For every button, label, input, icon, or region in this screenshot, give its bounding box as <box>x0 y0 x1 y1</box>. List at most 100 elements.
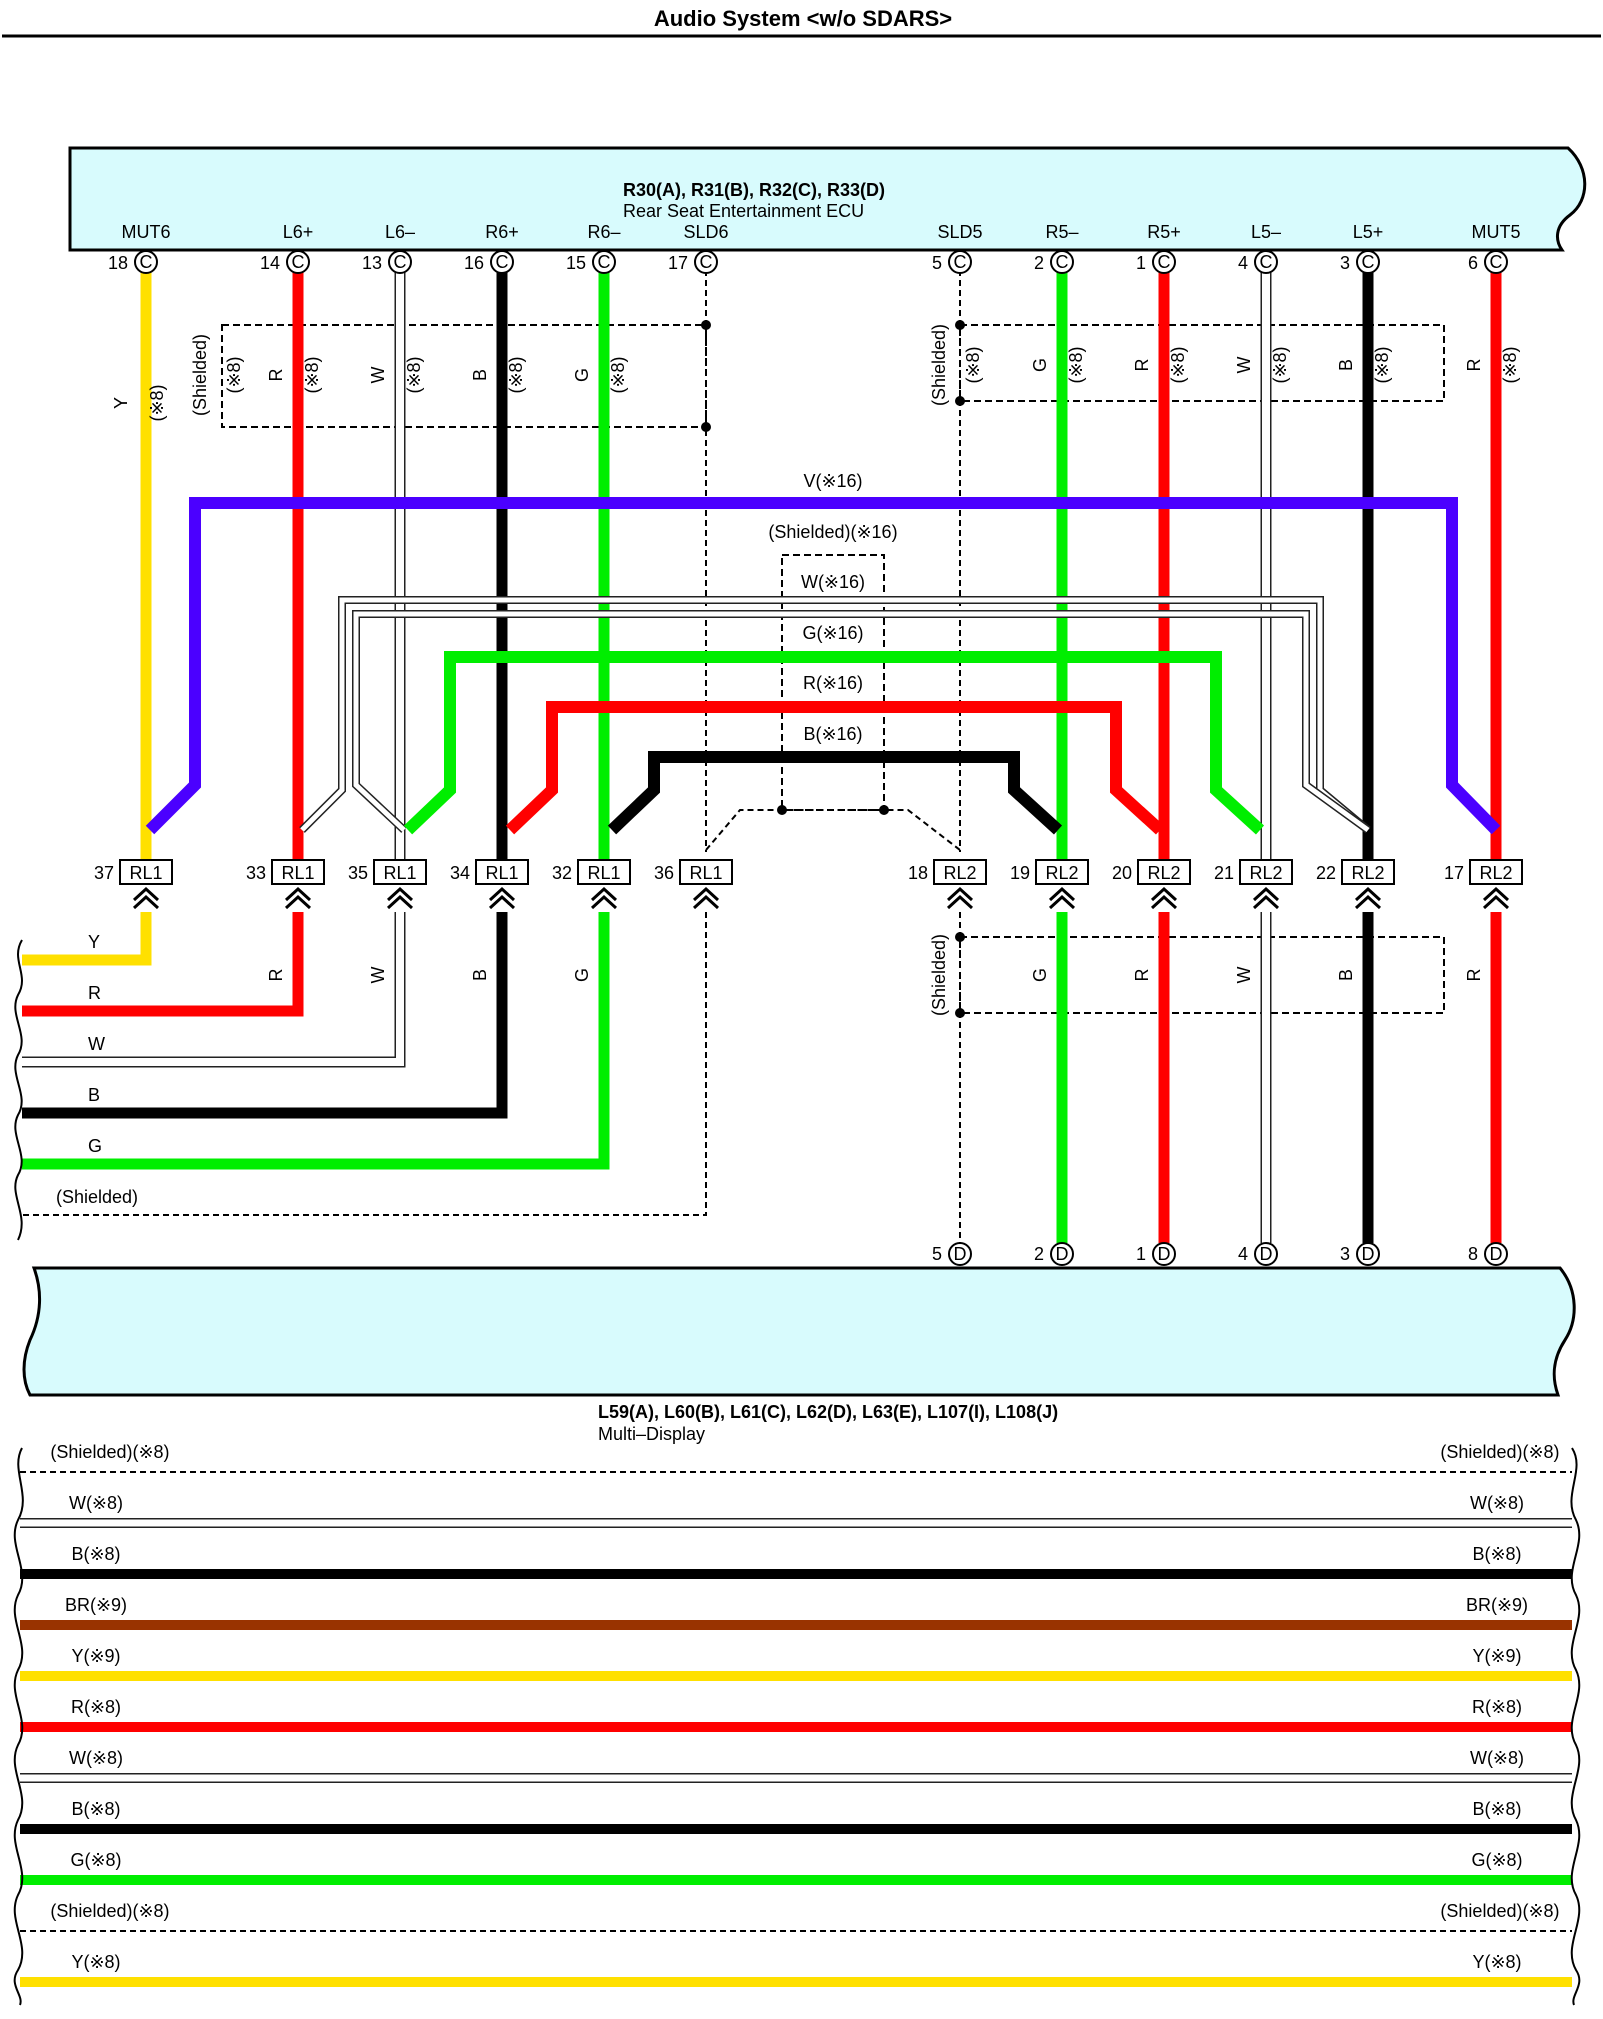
wire-layer <box>14 260 1572 1987</box>
upper-wire-label: (※8) <box>1270 346 1290 383</box>
ecu-pin-circle <box>490 250 514 274</box>
upper-wire-label: B <box>470 369 490 381</box>
left-wire-2 <box>22 912 404 1066</box>
relay-connector-number: 20 <box>1112 863 1132 883</box>
bottom-wire-label-right: B(※8) <box>1472 1799 1521 1819</box>
relay-connector-box <box>1137 859 1191 885</box>
ecu-pin-number: 17 <box>668 253 688 273</box>
upper-wire-label: (※8) <box>963 346 983 383</box>
relay-arrow-icon <box>946 886 974 910</box>
ecu-pin-connector: C <box>1158 252 1171 272</box>
upper-wire-label: Y <box>111 397 131 409</box>
bottom-wire-label-right: W(※8) <box>1470 1748 1524 1768</box>
upper-wire-label: (※8) <box>147 384 167 421</box>
bottom-wire-label-right: G(※8) <box>1471 1850 1522 1870</box>
lower-wire-label: R <box>1132 969 1152 982</box>
lower-wire-label: W <box>368 967 388 984</box>
ecu-pin-circle <box>1356 250 1380 274</box>
upper-wire-label: R <box>266 369 286 382</box>
ecu-pin-connector: C <box>954 252 967 272</box>
ecu-pin-name: R5– <box>1045 222 1078 242</box>
ecu-pin-name: L6– <box>385 222 415 242</box>
relay-connector-box <box>933 859 987 885</box>
bottom-wire-label-left: (Shielded)(※8) <box>50 1442 169 1462</box>
upper-wire-label: (※8) <box>1372 346 1392 383</box>
break-line-left <box>14 939 23 1241</box>
relay-connector-number: 33 <box>246 863 266 883</box>
relay-connector-box <box>577 859 631 885</box>
upper-wire-label: (Shielded) <box>929 324 949 406</box>
relay-connector-label: RL2 <box>1045 863 1078 883</box>
left-wire-label: G <box>88 1136 102 1156</box>
relay-connector-box <box>119 859 173 885</box>
lower-wire-label: B <box>1336 969 1356 981</box>
relay-arrow-icon <box>1354 886 1382 910</box>
cross-wire-black <box>607 751 1063 835</box>
relay-arrow-icon <box>590 886 618 910</box>
relay-connector-box <box>1239 859 1293 885</box>
cross-wire-label: B(※16) <box>803 724 862 744</box>
lower-wire-label: G <box>1030 968 1050 982</box>
left-wire-2-outline <box>22 912 406 1068</box>
relay-connector-label: RL2 <box>1479 863 1512 883</box>
ecu-name: Rear Seat Entertainment ECU <box>623 201 864 221</box>
left-wire-0 <box>22 912 152 966</box>
relay-connector-label: RL2 <box>1249 863 1282 883</box>
relay-connector-box <box>679 859 733 885</box>
relay-connector-label: RL1 <box>129 863 162 883</box>
upper-wire-label: (※8) <box>1168 346 1188 383</box>
display-pin-number: 5 <box>932 1244 942 1264</box>
bottom-wire-label-right: (Shielded)(※8) <box>1440 1901 1559 1921</box>
relay-arrow-icon <box>488 886 516 910</box>
left-wire-5 <box>22 912 707 1216</box>
ecu-pin-number: 6 <box>1468 253 1478 273</box>
display-pin-number: 3 <box>1340 1244 1350 1264</box>
relay-arrow-icon <box>1048 886 1076 910</box>
bottom-wire-label-left: Y(※9) <box>71 1646 120 1666</box>
relay-connector-label: RL2 <box>1351 863 1384 883</box>
ecu-pin-number: 13 <box>362 253 382 273</box>
relay-arrow-icon <box>1482 886 1510 910</box>
display-pin-connector: D <box>1490 1244 1503 1264</box>
bottom-wire-list <box>13 1447 1581 2006</box>
left-wire-4 <box>22 912 610 1170</box>
ecu-pin-number: 14 <box>260 253 280 273</box>
upper-wire-label: (※8) <box>302 356 322 393</box>
relay-arrow-icon <box>132 886 160 910</box>
bottom-wire-label-right: Y(※8) <box>1472 1952 1521 1972</box>
relay-connector-number: 21 <box>1214 863 1234 883</box>
ecu-pin-name: MUT6 <box>122 222 171 242</box>
bottom-wire-label-right: Y(※9) <box>1472 1646 1521 1666</box>
relay-connector-box <box>373 859 427 885</box>
cross-wire-green <box>403 651 1265 835</box>
lower-wire-label: G <box>572 968 592 982</box>
upper-wire-label: (※8) <box>608 356 628 393</box>
display-box <box>22 1266 1576 1397</box>
relay-arrow-icon <box>692 886 720 910</box>
left-wire-label: B <box>88 1085 100 1105</box>
bottom-wire-label-right: R(※8) <box>1472 1697 1522 1717</box>
lower-wire-label: (Shielded) <box>929 934 949 1016</box>
shield-dot <box>879 805 889 815</box>
left-wire-label: W <box>88 1034 105 1054</box>
ecu-pin-circle <box>286 250 310 274</box>
upper-wire-label: G <box>1030 358 1050 372</box>
bottom-wire-label-left: Y(※8) <box>71 1952 120 1972</box>
relay-connector-number: 17 <box>1444 863 1464 883</box>
bottom-wire-label-left: G(※8) <box>70 1850 121 1870</box>
ecu-pin-name: R6+ <box>485 222 519 242</box>
relay-connector-number: 32 <box>552 863 572 883</box>
relay-connector-number: 19 <box>1010 863 1030 883</box>
relay-arrow-icon <box>1252 886 1280 910</box>
ecu-pin-number: 5 <box>932 253 942 273</box>
display-pin-circle <box>1356 1242 1380 1266</box>
relay-connector-box <box>475 859 529 885</box>
cross-wire-white-2 <box>353 611 1370 833</box>
lower-wire-label: R <box>1464 969 1484 982</box>
bottom-wire-label-right: BR(※9) <box>1466 1595 1528 1615</box>
left-wire-1 <box>22 912 304 1017</box>
relay-connector-box <box>1035 859 1089 885</box>
bottom-wire-label-left: BR(※9) <box>65 1595 127 1615</box>
